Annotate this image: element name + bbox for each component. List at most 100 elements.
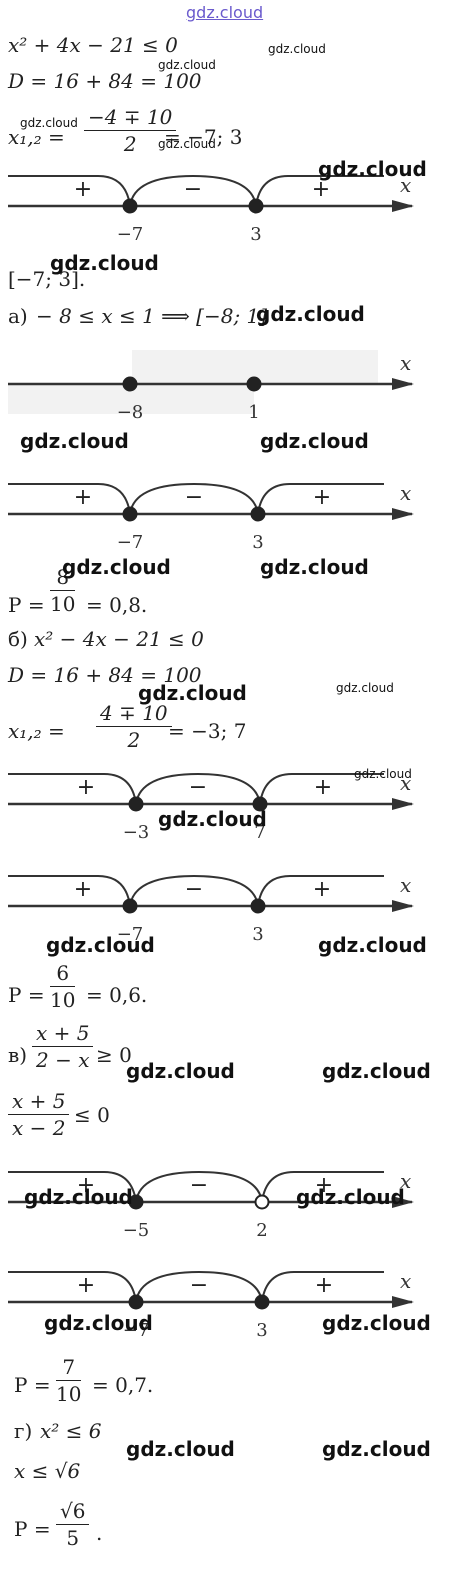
sign-arc-middle — [129, 482, 259, 515]
sign-label: + — [313, 485, 331, 510]
point-label: −7 — [117, 224, 144, 245]
part-b-prob-num: 6 — [50, 960, 76, 987]
sign-label: − — [189, 775, 207, 800]
part-d-prob-result: . — [96, 1521, 103, 1545]
sign-label: + — [315, 1273, 333, 1298]
watermark: gdz.cloud — [354, 767, 412, 781]
sign-label: + — [313, 877, 331, 902]
intro-interval: [−7; 3]. — [8, 267, 86, 291]
intro-roots-label: x₁,₂ = — [8, 125, 65, 149]
watermark: gdz.cloud — [44, 1311, 153, 1335]
intro-inequality: x² + 4x − 21 ≤ 0 — [8, 33, 178, 57]
part-c-prob-result: = 0,7. — [92, 1373, 154, 1397]
sign-label: − — [185, 485, 203, 510]
part-b-roots-num: 4 ∓ 10 — [96, 700, 172, 727]
filled-point — [248, 198, 264, 214]
point-label: 3 — [250, 224, 261, 245]
watermark: gdz.cloud — [318, 933, 427, 957]
part-d-prob-fraction: √6 5 — [56, 1498, 90, 1551]
axis-label: x — [400, 1169, 411, 1193]
part-a-condition: − 8 ≤ x ≤ 1 ⟹ [−8; 1] — [36, 304, 268, 328]
sign-label: + — [74, 177, 92, 202]
part-a-label: а) — [8, 304, 28, 328]
filled-point — [122, 898, 138, 914]
watermark: gdz.cloud — [24, 1185, 133, 1209]
watermark: gdz.cloud — [260, 555, 369, 579]
sign-arc-middle — [129, 874, 259, 907]
sign-arc-middle — [129, 174, 257, 207]
point-label: −5 — [123, 1220, 150, 1241]
watermark: gdz.cloud — [138, 681, 247, 705]
watermark: gdz.cloud — [256, 302, 365, 326]
point-label: 3 — [256, 1320, 267, 1341]
axis-arrow — [392, 200, 414, 212]
watermark: gdz.cloud — [322, 1059, 431, 1083]
filled-point — [128, 1294, 144, 1310]
part-b-label: б) — [8, 627, 28, 651]
watermark: gdz.cloud — [318, 157, 427, 181]
axis-label: x — [400, 771, 411, 795]
part-b-prob-prefix: P = — [8, 983, 45, 1007]
sign-label: + — [314, 775, 332, 800]
part-a-prob-den: 10 — [50, 592, 76, 616]
axis-arrow — [392, 900, 414, 912]
sign-label: + — [74, 485, 92, 510]
sign-label: + — [77, 1173, 95, 1198]
sign-arc-left — [8, 773, 137, 805]
filled-point — [128, 796, 144, 812]
point-label: −7 — [117, 924, 144, 945]
sign-arc-middle — [135, 772, 261, 805]
watermark: gdz.cloud — [260, 429, 369, 453]
axis-arrow — [392, 508, 414, 520]
point-label: 7 — [254, 822, 265, 843]
sign-arc-middle — [135, 1170, 263, 1203]
sign-arc-left — [8, 483, 131, 515]
part-b-prob-den: 10 — [50, 988, 76, 1012]
part-c-ineq1-fraction: x + 5 2 − x — [32, 1020, 94, 1073]
watermark: gdz.cloud — [158, 137, 216, 151]
part-c-ineq1-rel: ≥ 0 — [96, 1043, 132, 1067]
watermark: gdz.cloud — [268, 42, 326, 56]
part-c-label: в) — [8, 1043, 28, 1067]
part-b-discriminant: D = 16 + 84 = 100 — [8, 663, 202, 687]
watermark: gdz.cloud — [322, 1311, 431, 1335]
filled-point — [122, 506, 138, 522]
intro-roots-fraction: −4 ∓ 10 2 — [84, 104, 177, 157]
part-c-ineq2-fraction: x + 5 x − 2 — [8, 1088, 70, 1141]
part-c-ineq2-rel: ≤ 0 — [74, 1103, 110, 1127]
part-c-ineq2-den: x − 2 — [12, 1116, 66, 1140]
point-label: 2 — [256, 1220, 267, 1241]
watermark: gdz.cloud — [158, 807, 267, 831]
axis-label: x — [400, 873, 411, 897]
watermark-top: gdz.cloud — [186, 3, 264, 22]
part-c-prob-num: 7 — [56, 1354, 82, 1381]
watermark: gdz.cloud — [126, 1437, 235, 1461]
axis-label: x — [400, 351, 411, 375]
part-b-roots-result: = −3; 7 — [168, 719, 247, 743]
part-b-inequality: x² − 4x − 21 ≤ 0 — [34, 627, 204, 651]
part-a-prob-prefix: P = — [8, 593, 45, 617]
part-b-roots-den: 2 — [127, 728, 141, 752]
part-b-prob-result: = 0,6. — [86, 983, 148, 1007]
part-b-roots-label: x₁,₂ = — [8, 719, 65, 743]
intro-discriminant: D = 16 + 84 = 100 — [8, 69, 202, 93]
watermark: gdz.cloud — [336, 681, 394, 695]
filled-point — [254, 1294, 270, 1310]
sign-label: + — [315, 1173, 333, 1198]
point-label: −7 — [117, 532, 144, 553]
axis-arrow — [392, 1296, 414, 1308]
part-c-ineq1-den: 2 − x — [36, 1048, 90, 1072]
watermark: gdz.cloud — [46, 933, 155, 957]
point-label: 3 — [252, 532, 263, 553]
sign-arc-left — [8, 1271, 137, 1303]
sign-label: + — [312, 177, 330, 202]
watermark: gdz.cloud — [158, 58, 216, 72]
intro-roots-num: −4 ∓ 10 — [84, 104, 177, 131]
part-d-prob-num: √6 — [56, 1498, 90, 1525]
watermark: gdz.cloud — [20, 116, 78, 130]
sign-arc-middle — [135, 1270, 263, 1303]
